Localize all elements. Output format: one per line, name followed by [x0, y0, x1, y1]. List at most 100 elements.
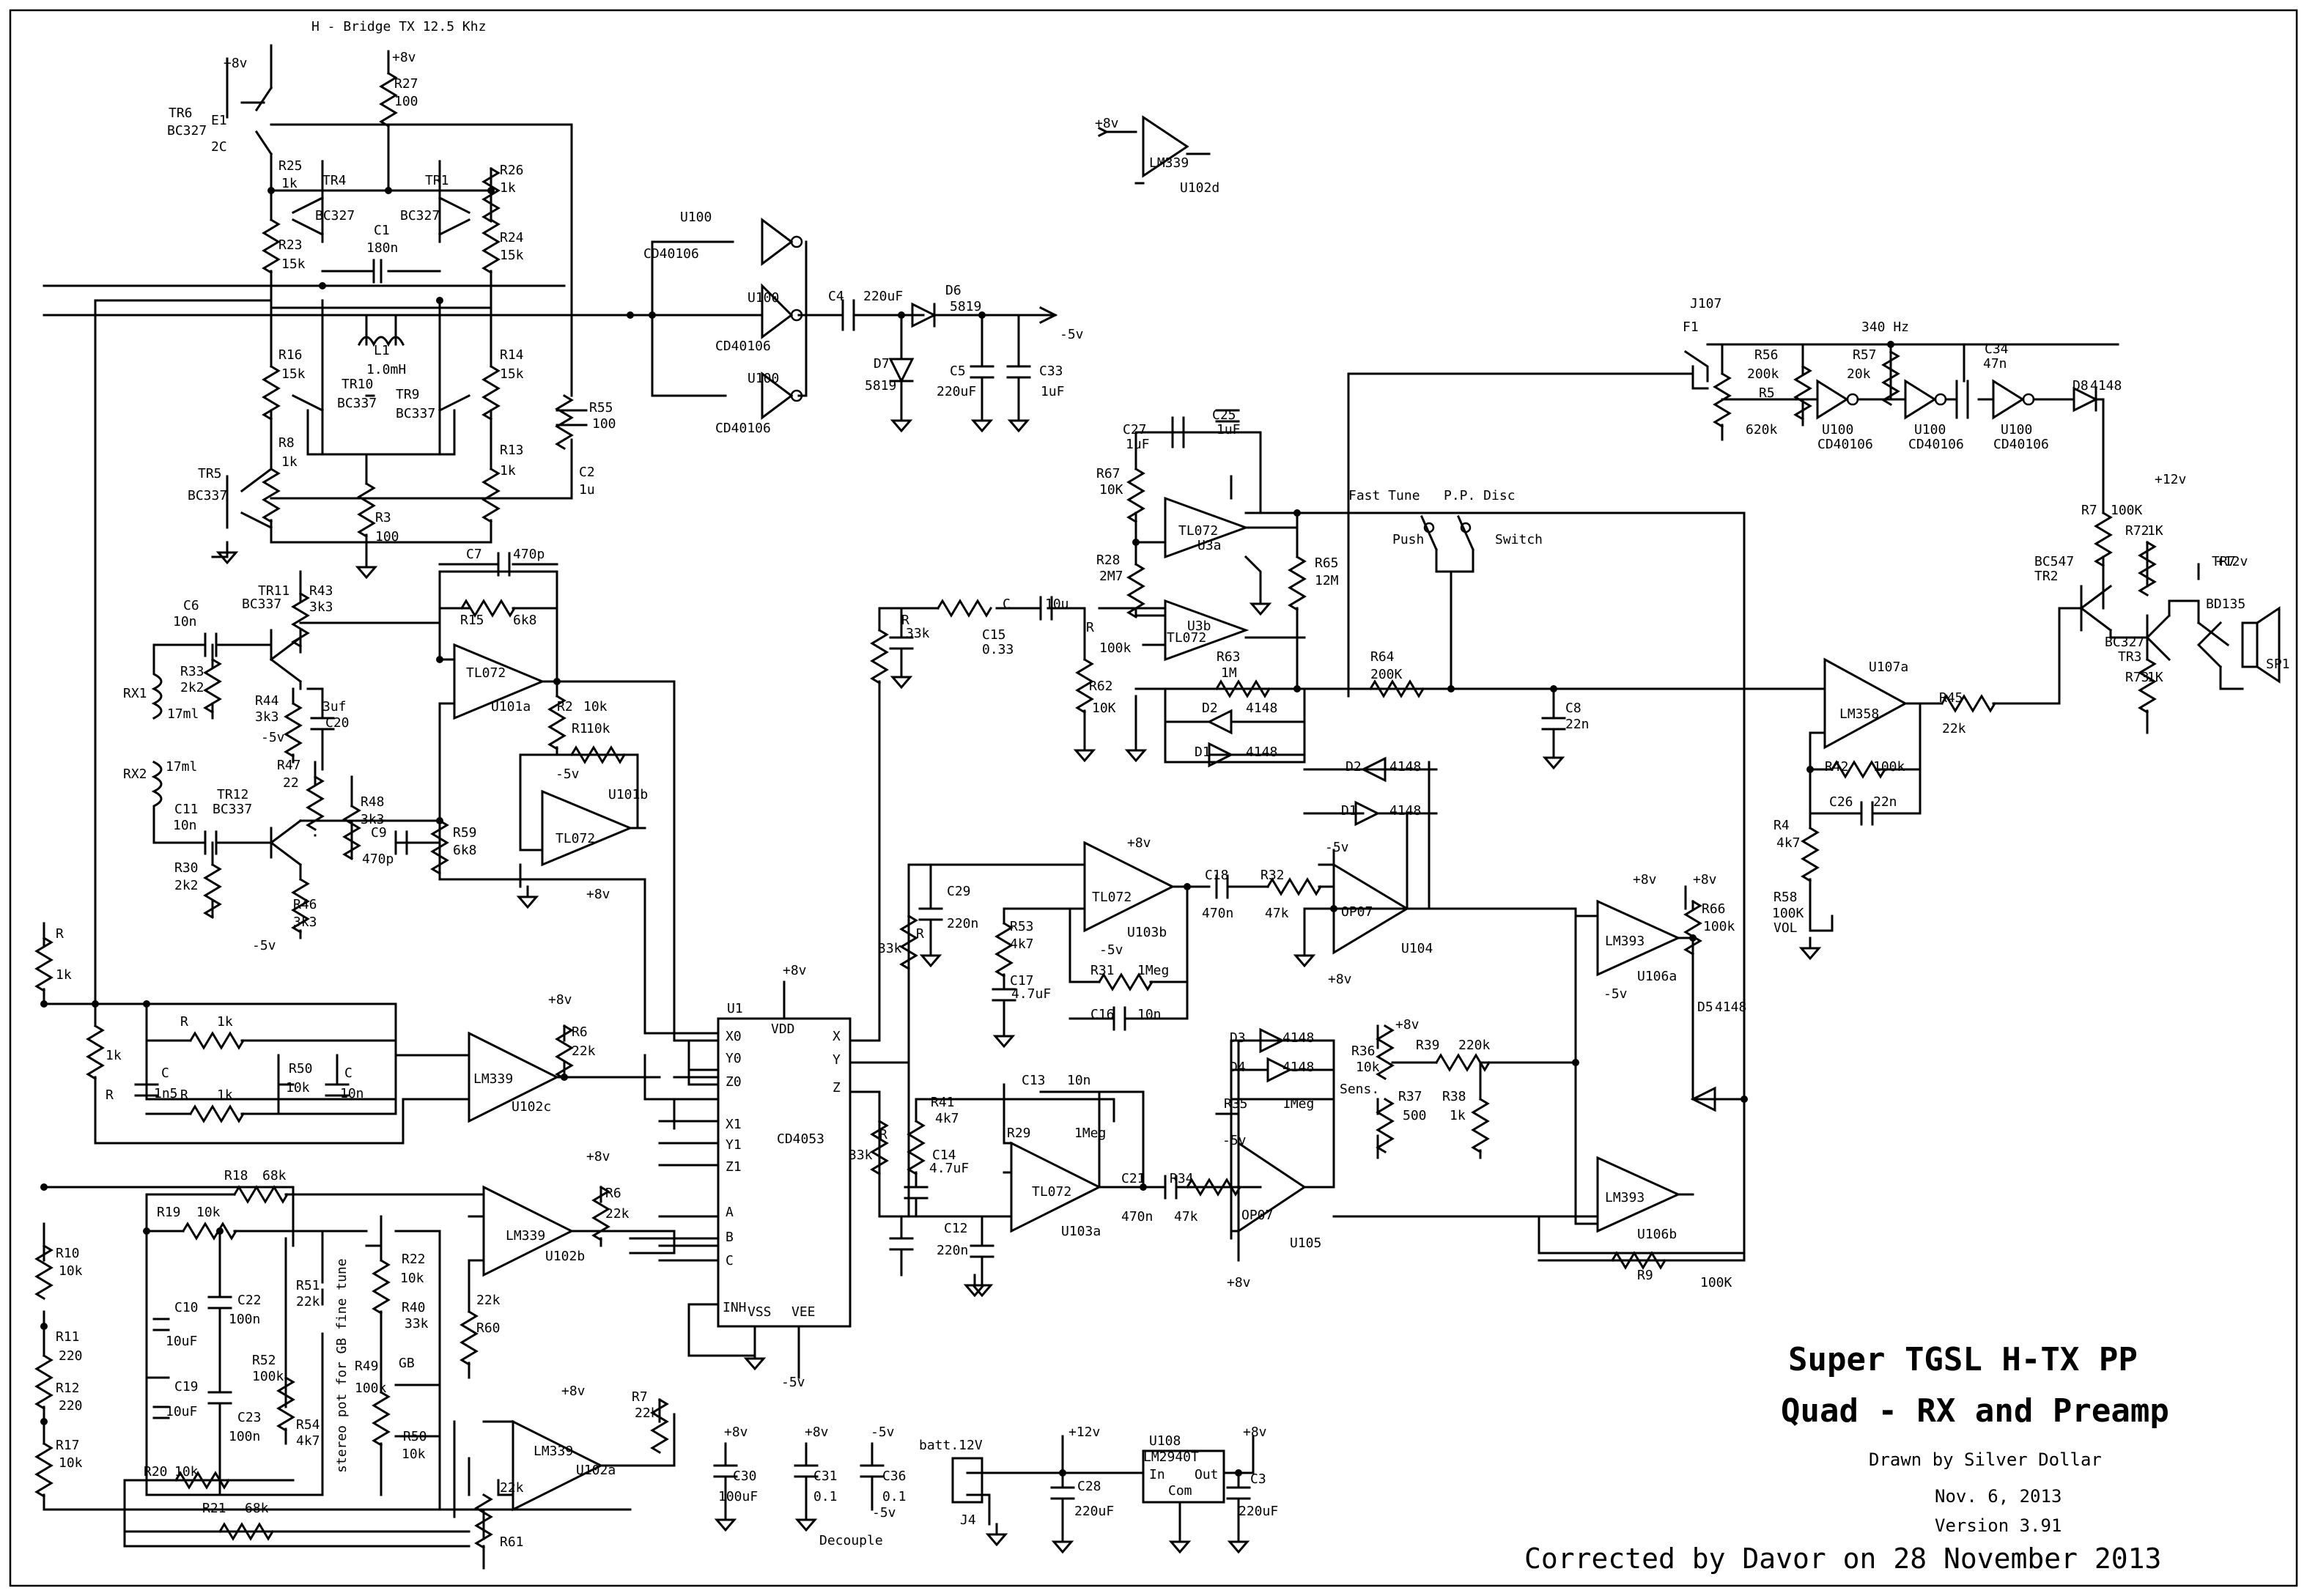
label-c21: C21 — [1121, 1171, 1145, 1186]
label-m5v6: -5v — [1099, 942, 1123, 958]
label-z1: Z1 — [726, 1159, 742, 1175]
label-ppdisc: P.P. Disc — [1444, 488, 1516, 503]
label-u100d: U100 — [1822, 422, 1853, 437]
label-bc547: BC547 — [2034, 554, 2074, 569]
label-c18: C18 — [1205, 868, 1229, 883]
junctions — [40, 187, 1894, 1477]
label-p8v4: +8v — [586, 887, 610, 902]
label-d4v: 4148 — [1282, 1060, 1314, 1075]
label-r36v: 10k — [1356, 1060, 1380, 1075]
label-c8v: 22n — [1565, 717, 1590, 732]
label-p12v1: +12v — [2155, 472, 2186, 487]
label-y1: Y1 — [726, 1137, 742, 1153]
label-d1av: 4148 — [1246, 745, 1277, 760]
label-bd135: BD135 — [2206, 596, 2245, 612]
label-r47v: 22 — [283, 775, 299, 791]
label-r36: R36 — [1351, 1043, 1376, 1059]
label-r32: R32 — [1260, 868, 1285, 883]
label-r33: R33 — [180, 664, 204, 679]
label-d7v: 5819 — [865, 378, 896, 394]
label-r20: R20 — [144, 1464, 168, 1479]
label-r46: R46 — [293, 897, 317, 912]
label-u106a: U106a — [1637, 969, 1677, 984]
label-cd40106f: CD40106 — [1993, 437, 2049, 452]
label-r19v: 10k — [196, 1205, 221, 1220]
label-p8v7: +8v — [561, 1383, 586, 1399]
label-r65: R65 — [1315, 555, 1339, 571]
label-tl072u103a: TL072 — [1032, 1184, 1071, 1200]
label-d3v: 4148 — [1282, 1030, 1314, 1046]
label-lm339c: LM339 — [473, 1071, 513, 1087]
u101-preamp — [438, 552, 676, 1027]
label-r72: R72 — [2125, 523, 2149, 539]
label-m5v5: -5v — [781, 1375, 805, 1390]
label-r26: R26 — [500, 163, 524, 178]
label-tr4: TR4 — [322, 173, 347, 188]
label-r37: R37 — [1398, 1089, 1422, 1104]
label-c30: C30 — [733, 1468, 757, 1484]
label-r61: R61 — [500, 1534, 524, 1550]
label-tl072u103b: TL072 — [1092, 890, 1132, 905]
label-c28: C28 — [1077, 1479, 1101, 1494]
label-c16: C16 — [1090, 1007, 1115, 1022]
label-r48: R48 — [361, 794, 385, 810]
label-rlbl4v: 1k — [217, 1087, 233, 1103]
label-c15: C15 — [982, 627, 1006, 643]
label-d3: D3 — [1230, 1030, 1246, 1046]
label-r5: R5 — [1759, 385, 1775, 401]
label-pz: Z — [833, 1080, 841, 1096]
label-p8v8: +8v — [783, 963, 807, 978]
label-lm393b: LM393 — [1605, 1190, 1645, 1205]
label-r62v: 10K — [1092, 701, 1116, 716]
label-u108: U108 — [1149, 1433, 1181, 1449]
label-c26v: 22n — [1873, 794, 1897, 810]
title-block: Super TGSL H-TX PP Quad - RX and Preamp … — [1524, 1341, 2169, 1575]
label-c20v: 3uf — [322, 699, 347, 714]
label-r53: R53 — [1010, 919, 1034, 934]
label-decouple: Decouple — [819, 1533, 883, 1548]
label-r23: R23 — [278, 237, 303, 253]
label-in: In — [1149, 1467, 1165, 1482]
label-r30v: 2k2 — [174, 878, 199, 893]
label-r33k3: 33k — [849, 1148, 873, 1163]
label-r32v: 47k — [1265, 906, 1289, 921]
label-c34v: 47n — [1983, 356, 2007, 372]
label-r7v: 100K — [2111, 503, 2143, 518]
label-tr5: TR5 — [198, 466, 222, 481]
label-c33: C33 — [1039, 363, 1063, 379]
label-cl1v: 1n5 — [154, 1086, 178, 1101]
label-r8: R8 — [278, 435, 295, 451]
drawn-by: Drawn by Silver Dollar — [1869, 1449, 2102, 1470]
label-tr3: TR3 — [2118, 649, 2142, 665]
label-m5v4: -5v — [555, 766, 580, 782]
label-c23v: 100n — [229, 1429, 260, 1444]
label-r40v: 33k — [405, 1316, 429, 1331]
label-batt: batt.12V — [919, 1438, 983, 1453]
label-r65v: 12M — [1315, 573, 1339, 588]
label-r39: R39 — [1416, 1038, 1440, 1053]
label-u100c: U100 — [748, 371, 779, 386]
label-r33v: 2k2 — [180, 680, 204, 695]
label-r43: R43 — [309, 583, 333, 599]
label-r12v: 220 — [59, 1398, 83, 1414]
label-d2bv: 4148 — [1389, 759, 1421, 775]
label-c10u: 10u — [1045, 596, 1069, 612]
label-r29: R29 — [1007, 1126, 1031, 1141]
label-gb: GB — [399, 1356, 415, 1371]
label-r21: R21 — [202, 1501, 226, 1516]
label-r56: R56 — [1754, 347, 1779, 363]
label-z0: Z0 — [726, 1074, 742, 1090]
label-c16v: 10n — [1137, 1007, 1162, 1022]
label-r31v: 1Meg — [1137, 963, 1169, 978]
label-c21v: 470n — [1121, 1209, 1153, 1224]
label-r72v: 1K — [2147, 523, 2163, 539]
label-op07b: OP07 — [1241, 1208, 1273, 1223]
label-lm358: LM358 — [1839, 706, 1879, 722]
label-j107: J107 — [1690, 296, 1721, 311]
label-r20v: 10k — [174, 1464, 199, 1479]
label-u102c: U102c — [512, 1099, 551, 1115]
label-r42v: 100k — [1873, 759, 1905, 775]
label-pb: B — [726, 1230, 734, 1245]
